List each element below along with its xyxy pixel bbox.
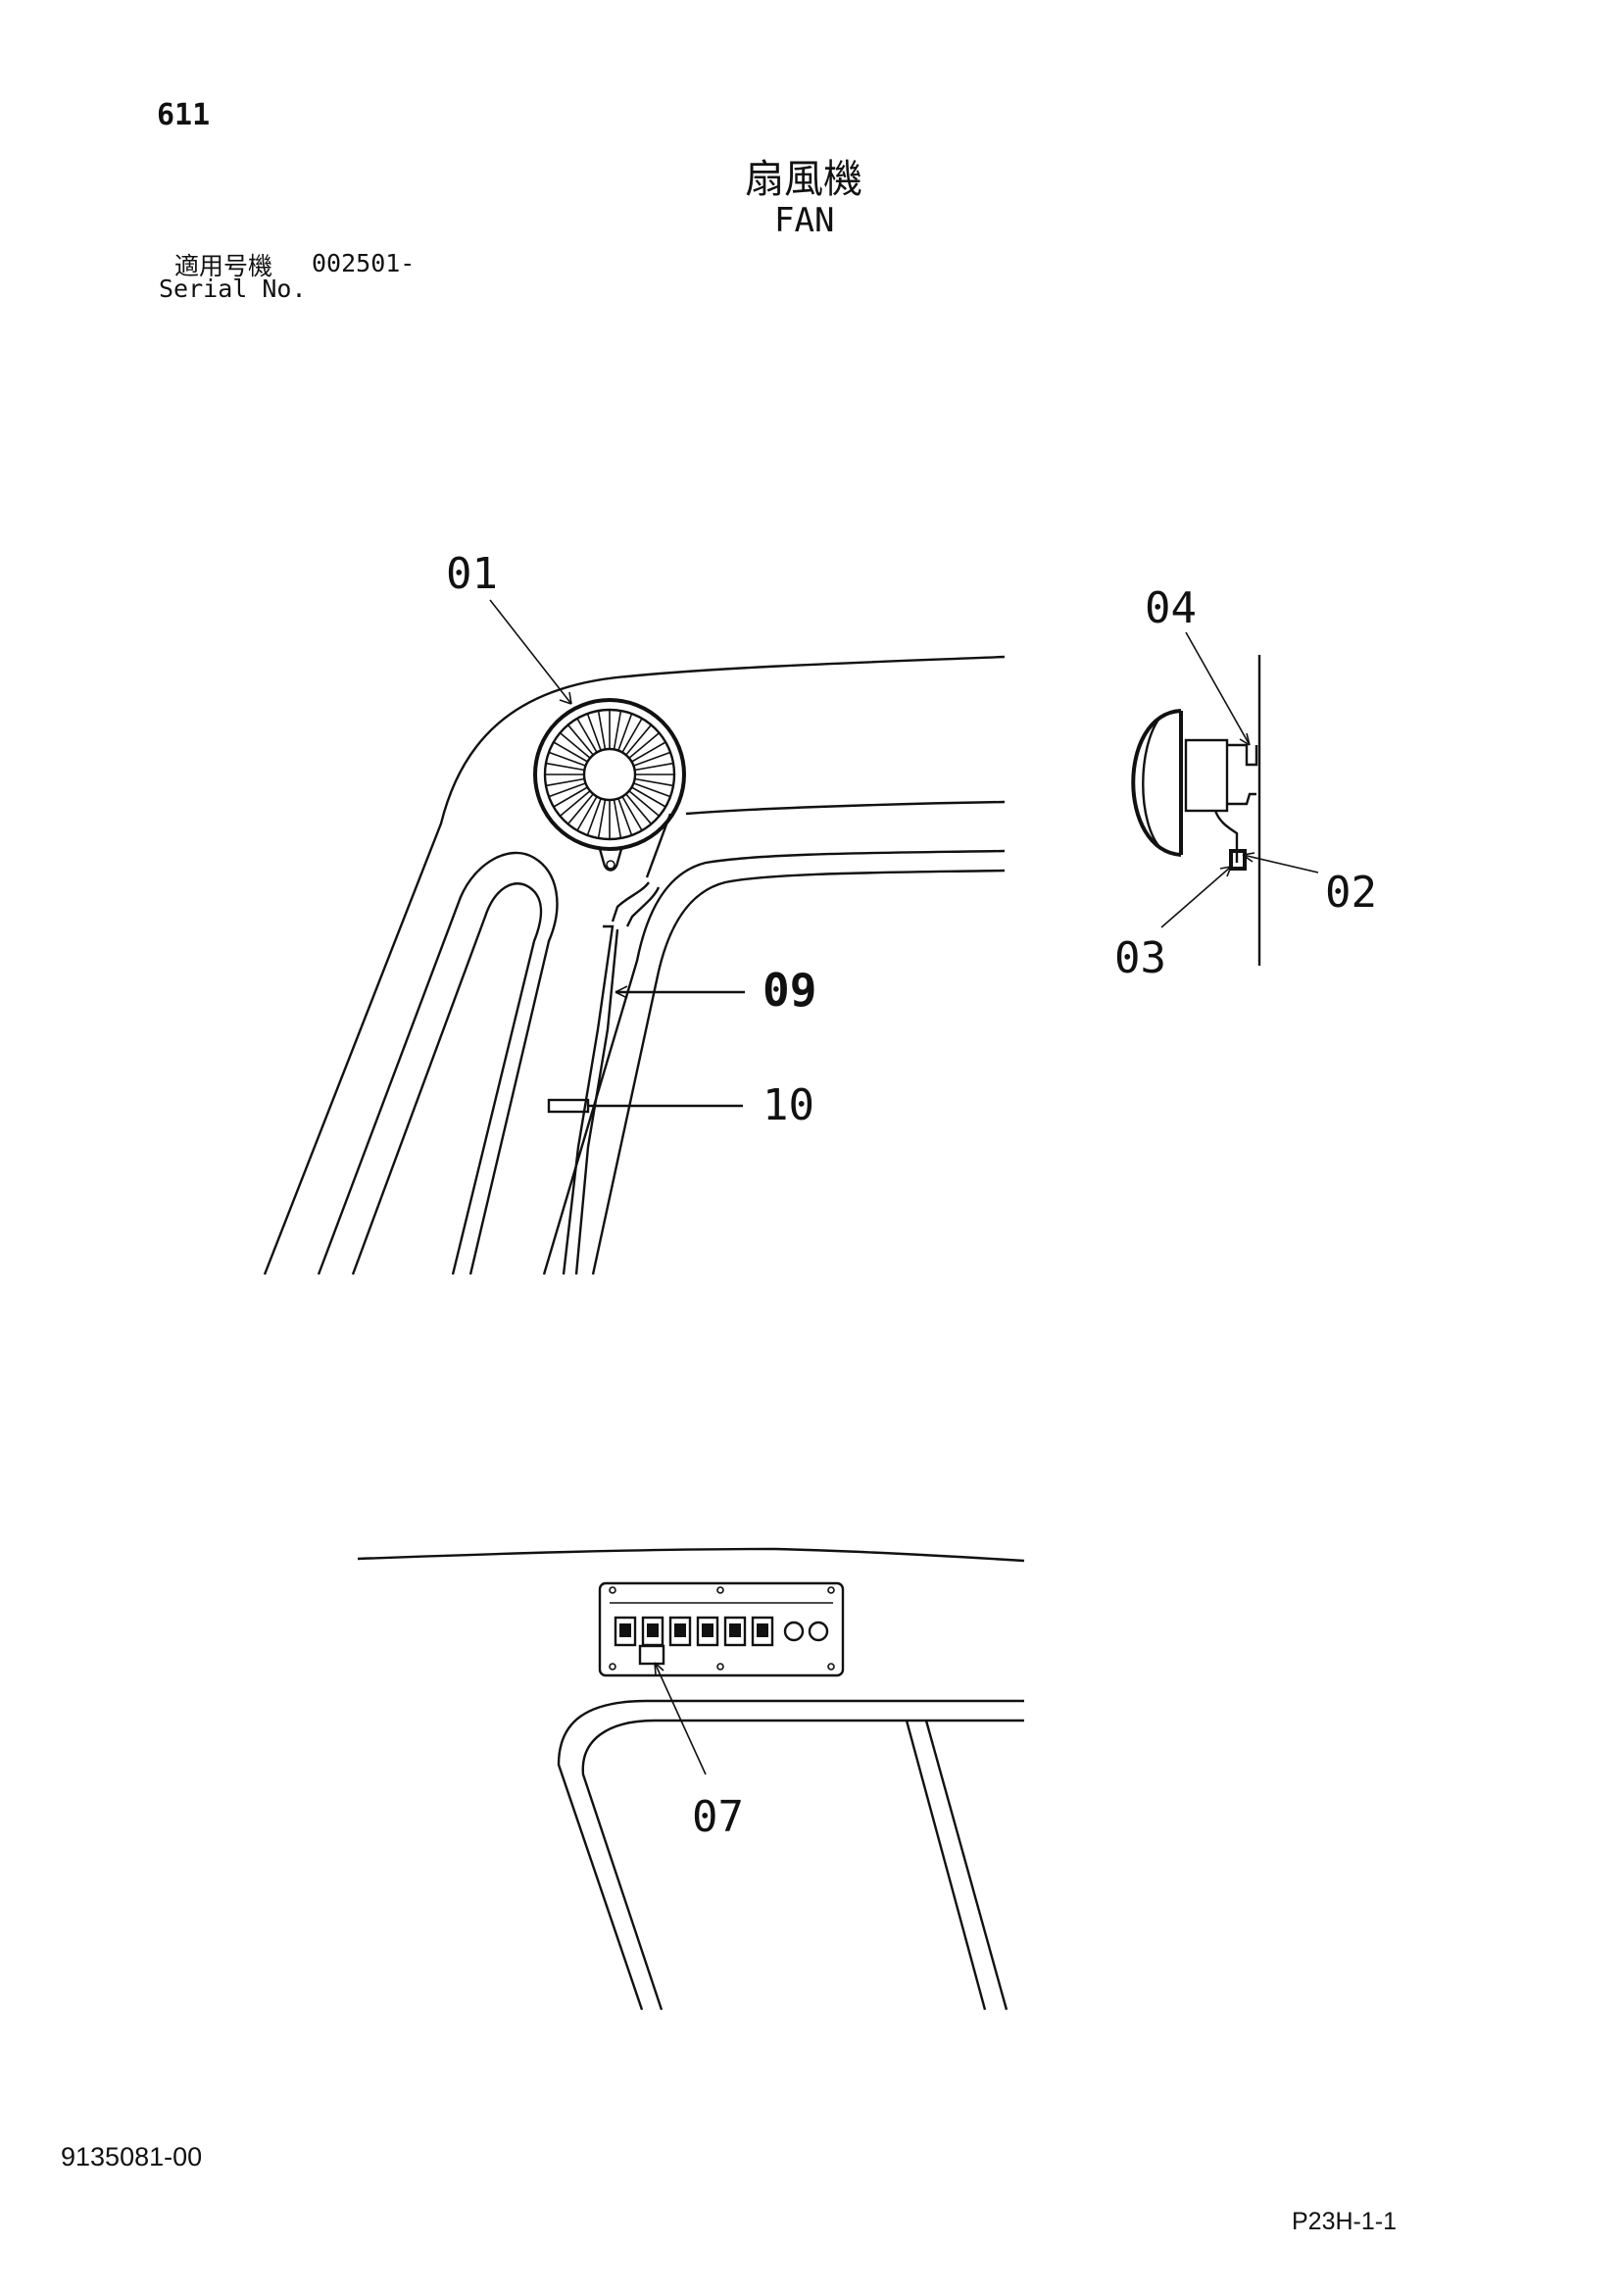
fan-blade-line	[617, 713, 633, 751]
panel-switch-rocker	[647, 1623, 659, 1637]
fan-blade-line	[625, 724, 653, 756]
panel-switch-rocker	[757, 1623, 768, 1637]
fan-blade-line	[597, 799, 607, 839]
connector	[1229, 849, 1247, 871]
fan-blade-line	[586, 798, 602, 836]
fan-blade-line	[553, 741, 588, 763]
fan-blade-line	[621, 718, 643, 753]
callout-02: 02	[1325, 868, 1377, 918]
callout-03: 03	[1114, 933, 1166, 983]
fan-blade-line	[631, 741, 666, 763]
panel-switch	[668, 1616, 692, 1647]
switch-panel	[598, 1581, 845, 1677]
fan-blade-line	[617, 798, 633, 836]
fan-hub	[582, 747, 637, 802]
serial-value: 002501-	[312, 249, 416, 277]
fan-blade-line	[566, 724, 594, 756]
fan-blade-line	[634, 777, 674, 787]
fan-blade-line	[631, 786, 666, 808]
fan-blade-line	[628, 790, 661, 818]
cab-frame-top-view	[263, 655, 1006, 1275]
fan-blade-line	[548, 782, 586, 798]
cab-frame-bottom-view	[357, 1547, 1025, 2011]
fan-blade-line	[576, 718, 598, 753]
fan-blade-line	[586, 713, 602, 751]
fan-blade-line	[548, 751, 586, 767]
fan-blade-line	[559, 731, 591, 759]
panel-switch	[696, 1616, 719, 1647]
panel-switch	[751, 1616, 774, 1647]
fan-blade-line	[559, 790, 591, 818]
callout-10: 10	[762, 1080, 814, 1130]
serial-label-japanese: 適用号機	[174, 252, 273, 280]
fan-side-view	[1131, 655, 1261, 966]
panel-switch-rocker	[729, 1623, 741, 1637]
fan-blade-line	[625, 793, 653, 825]
fan-blade-line	[621, 796, 643, 831]
page-title-english: FAN	[774, 201, 835, 240]
page-number: 611	[157, 98, 211, 132]
fan-blade-line	[613, 710, 622, 750]
panel-switch-rocker	[619, 1623, 631, 1637]
wire-harness	[547, 813, 672, 1275]
fan-blade-line	[566, 793, 594, 825]
fan-blade-line	[634, 762, 674, 772]
panel-switch	[614, 1616, 637, 1647]
panel-switch	[723, 1616, 747, 1647]
fan-blade-line	[633, 751, 671, 767]
clamp	[547, 1098, 590, 1114]
serial-label-english: Serial No.	[159, 275, 307, 303]
fan-blade-line	[553, 786, 588, 808]
fan-blade-line	[576, 796, 598, 831]
panel-switch-rocker	[674, 1623, 686, 1637]
document-number: 9135081-00	[61, 2142, 203, 2171]
callout-01: 01	[446, 549, 498, 599]
fan-blade-line	[633, 782, 671, 798]
fan-blade-line	[545, 777, 585, 787]
panel-switch-rocker	[702, 1623, 713, 1637]
page-code: P23H-1-1	[1292, 2208, 1397, 2235]
callout-09: 09	[762, 964, 816, 1017]
fan-blade-line	[628, 731, 661, 759]
fan-blade-line	[545, 762, 585, 772]
callout-07: 07	[692, 1792, 744, 1842]
fan-blade-line	[613, 799, 622, 839]
fan-assembly	[533, 698, 686, 872]
callout-04: 04	[1145, 583, 1197, 633]
fan-guard	[533, 698, 686, 851]
fan-blade-line	[597, 710, 607, 750]
page-title-japanese: 扇風機	[745, 157, 862, 202]
